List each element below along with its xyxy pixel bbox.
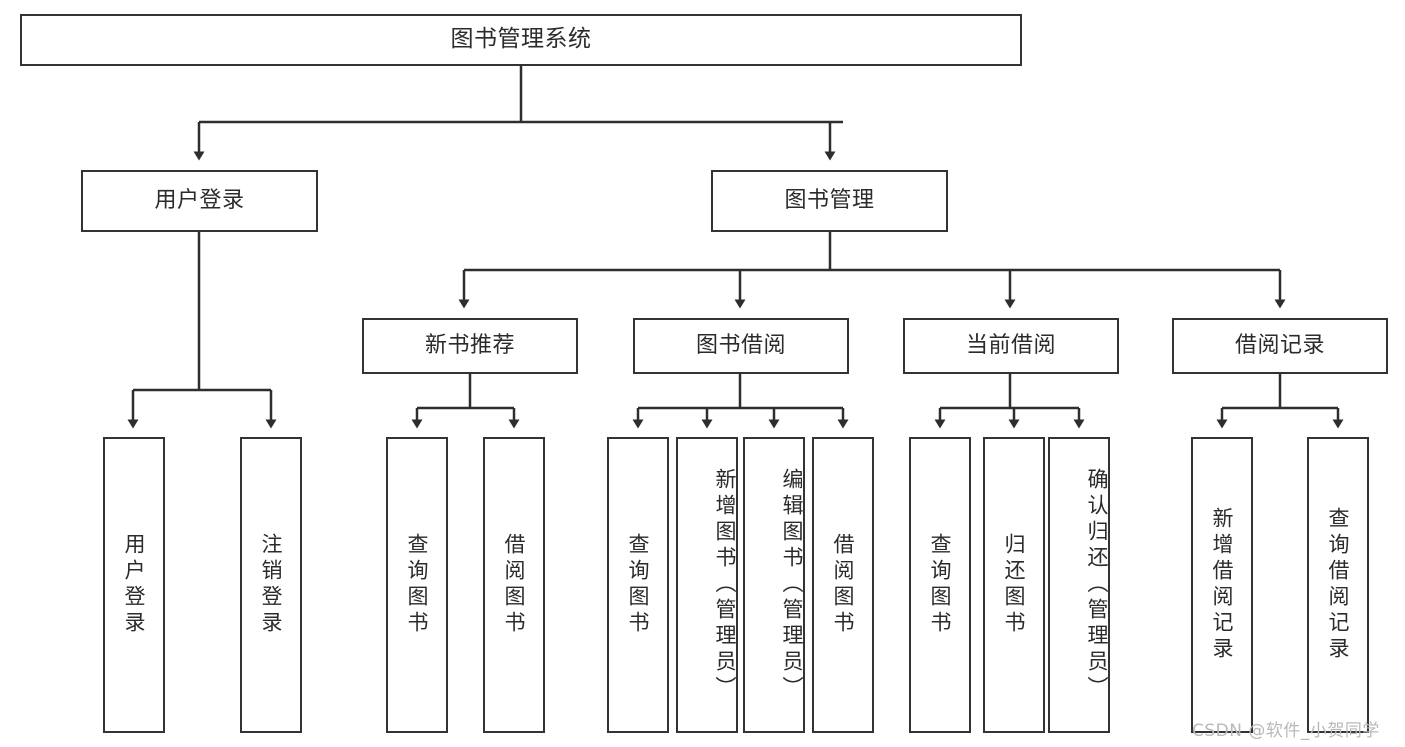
node-leaf-edit-book-admin[interactable]: 编辑图书（管理员）	[743, 437, 805, 733]
node-borrow-record-label: 借阅记录	[1234, 332, 1325, 358]
node-book-management-label: 图书管理	[784, 187, 875, 213]
node-leaf-query-book-borrow[interactable]: 查询图书	[607, 437, 669, 733]
node-leaf-borrow-book-label: 借阅图书	[831, 533, 856, 637]
node-leaf-add-book-admin-label: 新增图书（管理员）	[713, 468, 737, 702]
node-leaf-return-book-label: 归还图书	[1002, 533, 1027, 637]
node-leaf-borrow-book-new[interactable]: 借阅图书	[483, 437, 545, 733]
node-leaf-confirm-return-admin[interactable]: 确认归还（管理员）	[1048, 437, 1110, 733]
node-new-book-recommend[interactable]: 新书推荐	[362, 318, 578, 374]
node-leaf-borrow-book-new-label: 借阅图书	[502, 533, 527, 637]
node-book-management[interactable]: 图书管理	[711, 170, 948, 232]
node-current-borrow-label: 当前借阅	[965, 332, 1056, 358]
node-root[interactable]: 图书管理系统	[20, 14, 1022, 66]
node-user-login[interactable]: 用户登录	[81, 170, 318, 232]
node-leaf-query-book-current-label: 查询图书	[928, 533, 953, 637]
node-leaf-borrow-book[interactable]: 借阅图书	[812, 437, 874, 733]
watermark-text: CSDN @软件_小贺同学	[1192, 721, 1380, 741]
node-leaf-query-book-borrow-label: 查询图书	[626, 533, 651, 637]
node-leaf-logout[interactable]: 注销登录	[240, 437, 302, 733]
node-current-borrow[interactable]: 当前借阅	[903, 318, 1119, 374]
node-user-login-label: 用户登录	[154, 187, 245, 213]
node-leaf-query-book-current[interactable]: 查询图书	[909, 437, 971, 733]
node-leaf-add-book-admin[interactable]: 新增图书（管理员）	[676, 437, 738, 733]
node-book-borrow[interactable]: 图书借阅	[633, 318, 849, 374]
node-leaf-return-book[interactable]: 归还图书	[983, 437, 1045, 733]
node-root-label: 图书管理系统	[450, 26, 592, 53]
node-leaf-user-login[interactable]: 用户登录	[103, 437, 165, 733]
node-leaf-add-borrow-record-label: 新增借阅记录	[1210, 507, 1235, 663]
node-leaf-query-book-new-label: 查询图书	[405, 533, 430, 637]
node-leaf-add-borrow-record[interactable]: 新增借阅记录	[1191, 437, 1253, 733]
node-book-borrow-label: 图书借阅	[695, 332, 786, 358]
node-leaf-confirm-return-admin-label: 确认归还（管理员）	[1085, 468, 1109, 702]
node-leaf-query-borrow-record-label: 查询借阅记录	[1326, 507, 1351, 663]
node-leaf-user-login-label: 用户登录	[122, 533, 147, 637]
node-leaf-logout-label: 注销登录	[259, 533, 284, 637]
node-leaf-edit-book-admin-label: 编辑图书（管理员）	[780, 468, 804, 702]
node-new-book-recommend-label: 新书推荐	[424, 332, 515, 358]
node-borrow-record[interactable]: 借阅记录	[1172, 318, 1388, 374]
node-leaf-query-borrow-record[interactable]: 查询借阅记录	[1307, 437, 1369, 733]
watermark: CSDN @软件_小贺同学	[1192, 716, 1380, 741]
node-leaf-query-book-new[interactable]: 查询图书	[386, 437, 448, 733]
